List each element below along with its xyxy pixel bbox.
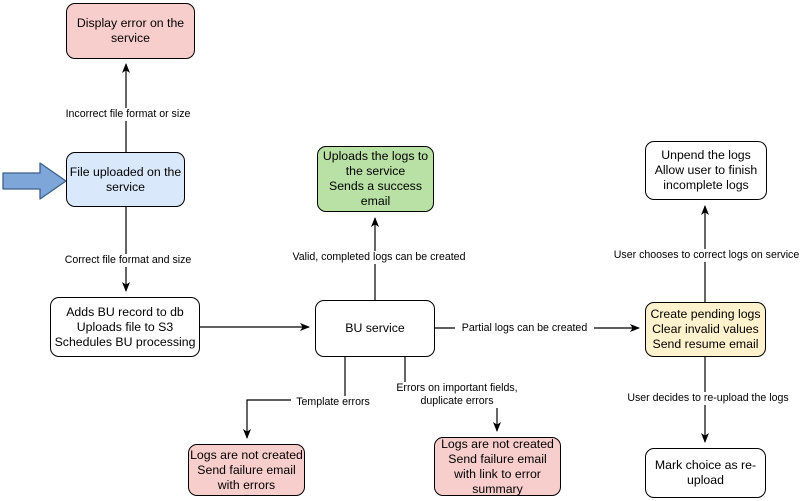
edge-label-correct-file-format-and-size: Correct file format and size: [56, 254, 200, 268]
entry-block-arrow: [2, 162, 67, 200]
edge-label-partial-logs-can-be-created: Partial logs can be created: [455, 322, 594, 336]
node-mark-choice-as-re-upload[interactable]: Mark choice as re- upload: [645, 448, 766, 498]
node-file-uploaded-on-the-service[interactable]: File uploaded on the service: [66, 152, 185, 207]
node-display-error[interactable]: Display error on the service: [66, 3, 195, 59]
edge-label-user-chooses-to-correct-logs: User chooses to correct logs on service: [608, 249, 801, 263]
node-create-pending-logs[interactable]: Create pending logs Clear invalid values…: [645, 302, 766, 357]
edge-label-template-errors: Template errors: [291, 396, 375, 410]
node-logs-not-created-with-errors[interactable]: Logs are not created Send failure email …: [188, 444, 305, 496]
edge-label-errors-on-important-fields: Errors on important fields, duplicate er…: [393, 382, 521, 409]
edge-label-user-decides-to-re-upload: User decides to re-upload the logs: [620, 392, 796, 406]
node-bu-service[interactable]: BU service: [315, 300, 435, 357]
edge-label-incorrect-file-format-or-size: Incorrect file format or size: [58, 108, 198, 122]
node-unpend-the-logs[interactable]: Unpend the logs Allow user to finish inc…: [645, 141, 767, 200]
node-logs-not-created-error-summary[interactable]: Logs are not created Send failure email …: [434, 437, 561, 496]
node-uploads-logs-success[interactable]: Uploads the logs to the service Sends a …: [317, 146, 434, 212]
edge-label-valid-completed-logs: Valid, completed logs can be created: [285, 251, 473, 265]
node-adds-bu-record[interactable]: Adds BU record to db Uploads file to S3 …: [50, 297, 200, 357]
